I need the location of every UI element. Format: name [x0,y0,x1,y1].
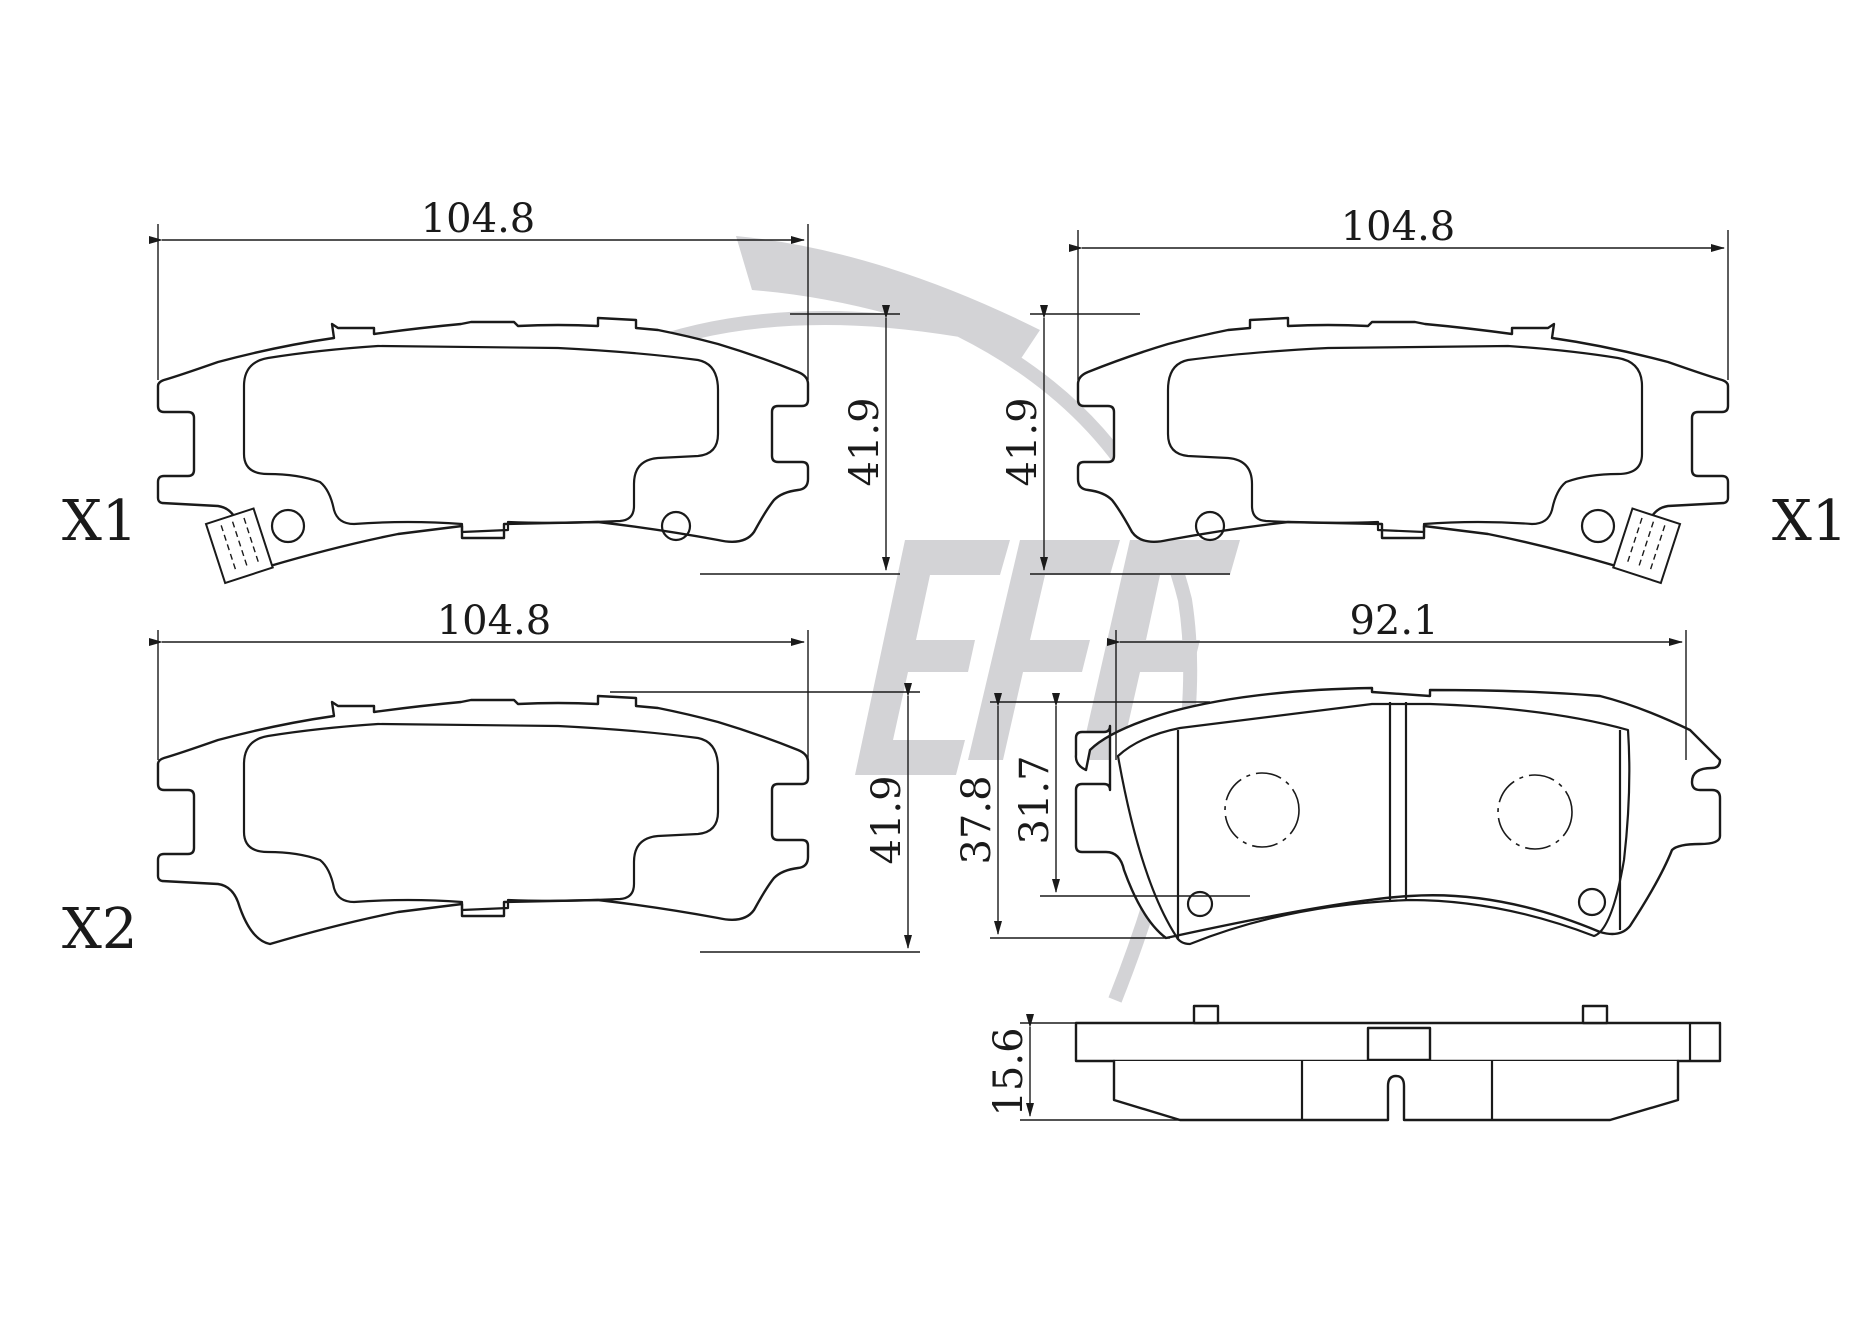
dim-width-bottom-left: 104.8 [437,598,552,644]
watermark-logo [564,236,1240,1003]
piston-ring-right [1497,774,1573,850]
dim-height-bottom-left: 41.9 [864,775,910,864]
dim-thickness-side-view: 15.6 [986,1027,1032,1116]
rivet-hole-left [270,508,306,544]
dim-width-friction-face: 92.1 [1349,598,1438,644]
dim-width-top-left: 104.8 [421,196,536,242]
quantity-label-top-left: X1 [62,489,138,554]
dim-height-outer-friction-face: 37.8 [954,775,1000,864]
quantity-label-bottom-left: X2 [62,897,138,962]
pad-friction-face [1074,686,1722,946]
pad-side-view [1074,1004,1722,1122]
piston-ring-left [1224,772,1300,848]
pad-top-left [156,316,810,585]
dim-height-inner-friction-face: 31.7 [1012,755,1058,844]
dim-height-top-left: 41.9 [842,397,888,486]
dim-width-top-right: 104.8 [1341,204,1456,250]
quantity-label-top-right: X1 [1772,489,1848,554]
pad-top-right [1076,316,1730,585]
wear-sensor [204,507,274,585]
dimensions [149,224,1729,1121]
pad-bottom-left [156,694,810,946]
rivet-hole-right [660,510,692,542]
dim-height-top-right: 41.9 [1000,397,1046,486]
